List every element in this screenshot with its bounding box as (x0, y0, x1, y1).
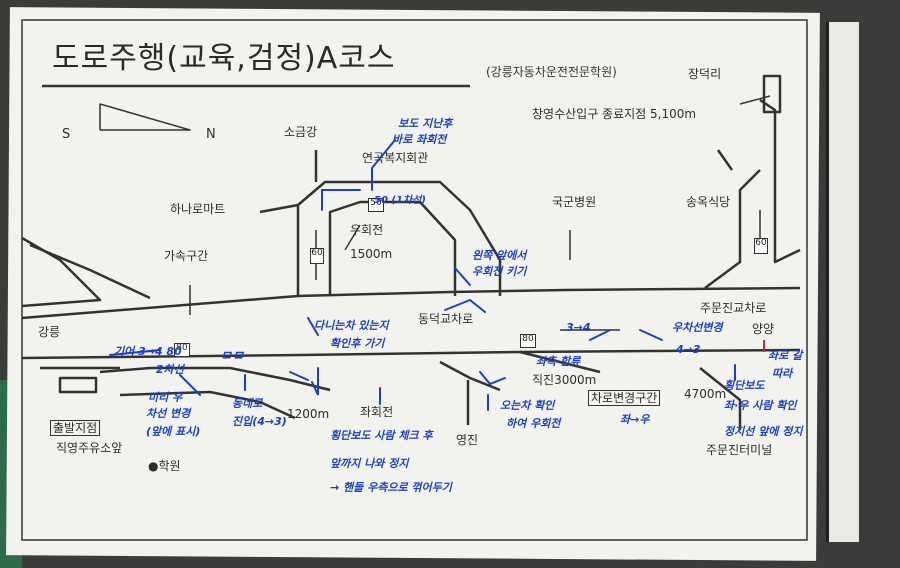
note-early-right: 미리 우 (148, 391, 183, 404)
note-lane-2: 2차선 (156, 363, 184, 376)
end-point-label: 창영수산입구 종료지점 5,100m (532, 107, 697, 121)
note-right-turn-after: 하여 우회전 (506, 417, 561, 430)
place-dist-1200: 1200m (287, 407, 330, 421)
right-paper-strip (826, 22, 859, 542)
lower-left-road (99, 366, 331, 392)
note-gear-3-4: 3→4 (566, 321, 591, 334)
speed-sign: 80 (174, 343, 190, 357)
place-academy: ●학원 (148, 459, 181, 473)
place-sogeumgang: 소금강 (284, 125, 318, 139)
place-dist-1500: 1500m (350, 247, 393, 261)
place-welfare-hall: 연곡복지회관 (362, 151, 429, 165)
loop-right-edge (328, 200, 457, 296)
compass-north: N (206, 127, 216, 142)
place-hanaro: 하나로마트 (170, 202, 226, 216)
jumunjin-stub (716, 149, 734, 171)
note-gear: 기어 3→4 80 (114, 345, 182, 358)
note-boxes: ㅁㅁ (220, 349, 244, 364)
main-road-bottom (21, 348, 801, 360)
place-gas-station: 직영주유소앞 (56, 441, 123, 455)
left-branch-2 (29, 243, 151, 300)
note-left-turn-right-away: 바로 좌회전 (392, 133, 447, 146)
note-marked-ahead: (앞에 표시) (146, 425, 201, 438)
pen-route-10 (479, 371, 506, 386)
speed-sign: 60 (754, 238, 768, 254)
note-lane-change: 차선 변경 (146, 407, 191, 420)
place-straight-3000: 직진3000m (532, 373, 597, 387)
place-dist-4700: 4700m (684, 387, 727, 401)
note-oncoming: 오는차 확인 (500, 399, 555, 412)
compass-south: S (62, 127, 71, 142)
note-turn-wheel: → 핸들 우측으로 꺾어두기 (330, 481, 452, 494)
pen-route-1 (321, 189, 361, 211)
speed-sign: 80 (520, 334, 536, 348)
note-go-left: 좌로 갈 (768, 349, 803, 362)
place-accel-section: 가속구간 (164, 249, 209, 263)
building-icon (762, 74, 782, 114)
mid-lower-road (439, 360, 501, 392)
note-right-signal: 우회전 키기 (472, 265, 527, 278)
place-jangdeokri: 장덕리 (688, 67, 722, 81)
note-check-both-sides: 좌·우 사람 확인 (724, 399, 797, 412)
loop-left-edge (296, 180, 502, 296)
left-branch (21, 236, 102, 308)
lower-right-road (699, 367, 742, 430)
pen-route-5 (109, 349, 161, 356)
place-start-point: 출발지점 (50, 420, 101, 436)
jumunjin-top-left (704, 169, 761, 290)
pen-route-3 (454, 267, 471, 286)
main-road-top (21, 286, 801, 320)
pen-route-4 (444, 298, 486, 313)
place-jumunjin-ic: 주문진교차로 (700, 301, 767, 315)
pen-route-6 (179, 374, 201, 396)
gas-station-icon (58, 376, 98, 394)
place-army-hospital: 국군병원 (552, 195, 597, 209)
lower-left-road-2 (119, 390, 296, 420)
pen-route-13 (639, 329, 663, 341)
mid-lower-road-2 (519, 350, 601, 374)
sogeumgang-road (259, 203, 299, 214)
note-crosswalk-check: 횡단보도 사람 체크 후 (330, 429, 433, 442)
compass-shape (99, 103, 191, 131)
place-songok: 송옥식당 (686, 195, 731, 209)
pen-route-2 (371, 139, 396, 191)
pen-route-12 (589, 329, 611, 341)
place-dongdeok-ic: 동덕교차로 (418, 312, 474, 326)
map-title: 도로주행(교육,검정)A코스 (52, 41, 396, 76)
note-left-front: 왼쪽 앞에서 (472, 249, 527, 262)
pen-route-8 (289, 371, 309, 381)
printed-arrow-1 (739, 95, 771, 105)
printed-arrow-3 (344, 224, 361, 251)
note-right-lane-change: 우차선변경 (672, 321, 723, 334)
note-stop-at-line: 정지선 앞에 정지 (724, 425, 803, 438)
note-after-sidewalk: 보도 지난후 (398, 117, 453, 130)
pen-route-9 (311, 367, 319, 396)
pen-route-15 (307, 317, 319, 336)
speed-sign: 50 (368, 198, 384, 212)
note-crosswalk: 횡단보도 (724, 379, 765, 392)
note-stop-front: 앞까지 나와 정지 (330, 457, 409, 470)
note-check-traffic: 다니는차 있는지 (314, 319, 389, 332)
place-yangyang: 양양 (752, 322, 775, 336)
note-follow: 따라 (772, 367, 793, 380)
note-left-to-right: 좌→우 (620, 413, 650, 426)
note-enter: 진입(4→3) (232, 415, 287, 428)
place-left-turn: 좌회전 (360, 405, 394, 419)
place-gangneung: 강릉 (38, 325, 61, 339)
note-check-then-go: 확인후 가기 (330, 337, 385, 350)
place-yeongjin: 영진 (456, 433, 479, 447)
academy-name: (강릉자동차운전전문학원) (486, 65, 617, 79)
note-to-village: 동네로 (232, 397, 263, 410)
place-lane-change-zone: 차로변경구간 (588, 390, 661, 406)
note-merge-left: 좌측 합류 (536, 355, 581, 368)
speed-sign: 60 (310, 248, 324, 264)
place-terminal: 주문진터미널 (706, 443, 773, 457)
jumunjin-top-right (759, 98, 801, 264)
note-lane-1: 50 (1차선) (374, 195, 426, 206)
place-right-turn: 우회전 (350, 223, 384, 237)
map-frame (21, 19, 808, 541)
note-gear-4-3: 4→3 (676, 343, 701, 356)
